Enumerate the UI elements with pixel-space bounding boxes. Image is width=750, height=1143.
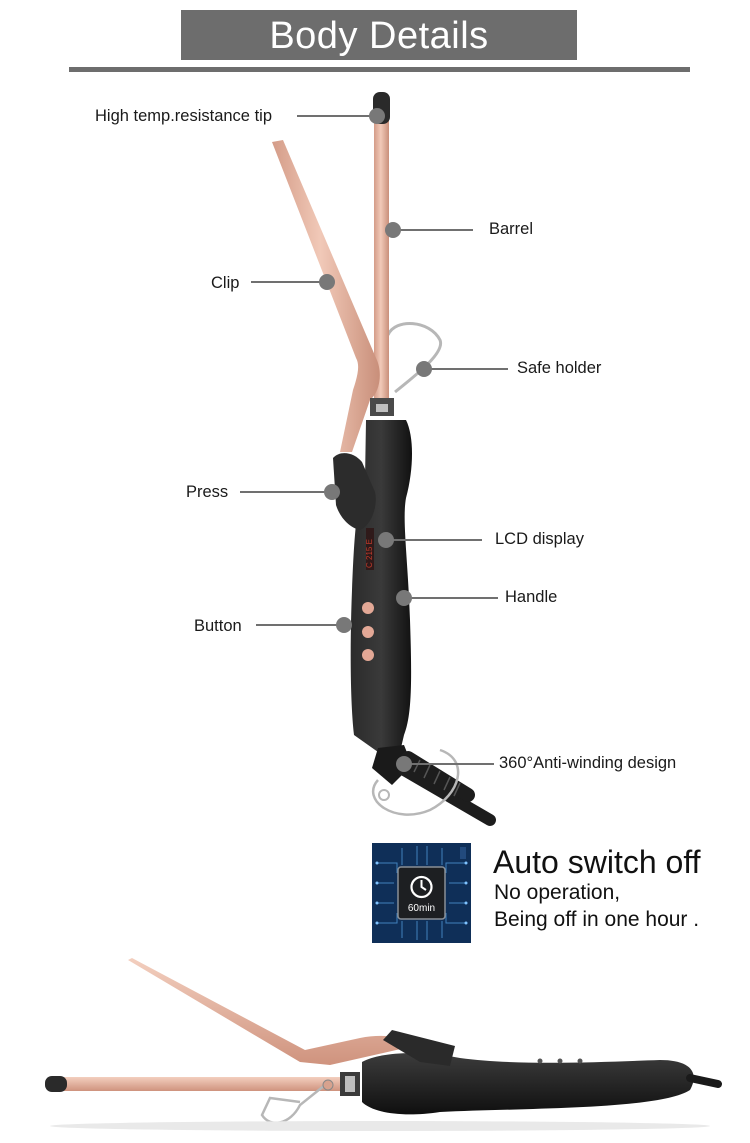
callout-label-lcd: LCD display xyxy=(495,530,584,548)
callout-label-barrel: Barrel xyxy=(489,220,534,238)
callout-dot-tip xyxy=(369,108,385,124)
callout-leader-barrel xyxy=(393,229,473,231)
svg-text:C 215 E: C 215 E xyxy=(365,539,374,568)
callout-leader-handle xyxy=(404,597,498,599)
callout-dot-button xyxy=(336,617,352,633)
callout-dot-clip xyxy=(319,274,335,290)
callout-leader-press xyxy=(240,491,332,493)
callout-leader-tip xyxy=(297,115,377,117)
callout-dot-press xyxy=(324,484,340,500)
callout-label-clip: Clip xyxy=(211,274,240,292)
callout-dot-safe-holder xyxy=(416,361,432,377)
callout-dot-handle xyxy=(396,590,412,606)
callout-label-press: Press xyxy=(186,483,229,501)
auto-switch-off-line-1: No operation, xyxy=(494,881,621,904)
callout-label-button: Button xyxy=(194,617,242,635)
callout-label-tip: High temp.resistance tip xyxy=(95,107,272,125)
chip-timer-label: 60min xyxy=(408,903,435,914)
callout-label-anti-winding: 360°Anti-winding design xyxy=(499,754,677,772)
header-underline xyxy=(69,67,690,72)
auto-switch-off-line-2: Being off in one hour . xyxy=(494,908,700,931)
callout-dot-barrel xyxy=(385,222,401,238)
callout-dot-anti-winding xyxy=(396,756,412,772)
callout-leader-lcd xyxy=(386,539,482,541)
chip-clock-icon: 60min xyxy=(372,843,471,943)
callout-leader-safe-holder xyxy=(424,368,508,370)
callout-dot-lcd xyxy=(378,532,394,548)
callout-leader-anti-winding xyxy=(404,763,494,765)
callout-leader-clip xyxy=(251,281,327,283)
callout-label-safe-holder: Safe holder xyxy=(517,359,602,377)
header-title-box: Body Details xyxy=(181,10,577,60)
callout-leader-button xyxy=(256,624,344,626)
auto-switch-off-title: Auto switch off xyxy=(493,844,701,880)
callout-label-handle: Handle xyxy=(505,588,558,606)
page-title: Body Details xyxy=(269,15,489,57)
